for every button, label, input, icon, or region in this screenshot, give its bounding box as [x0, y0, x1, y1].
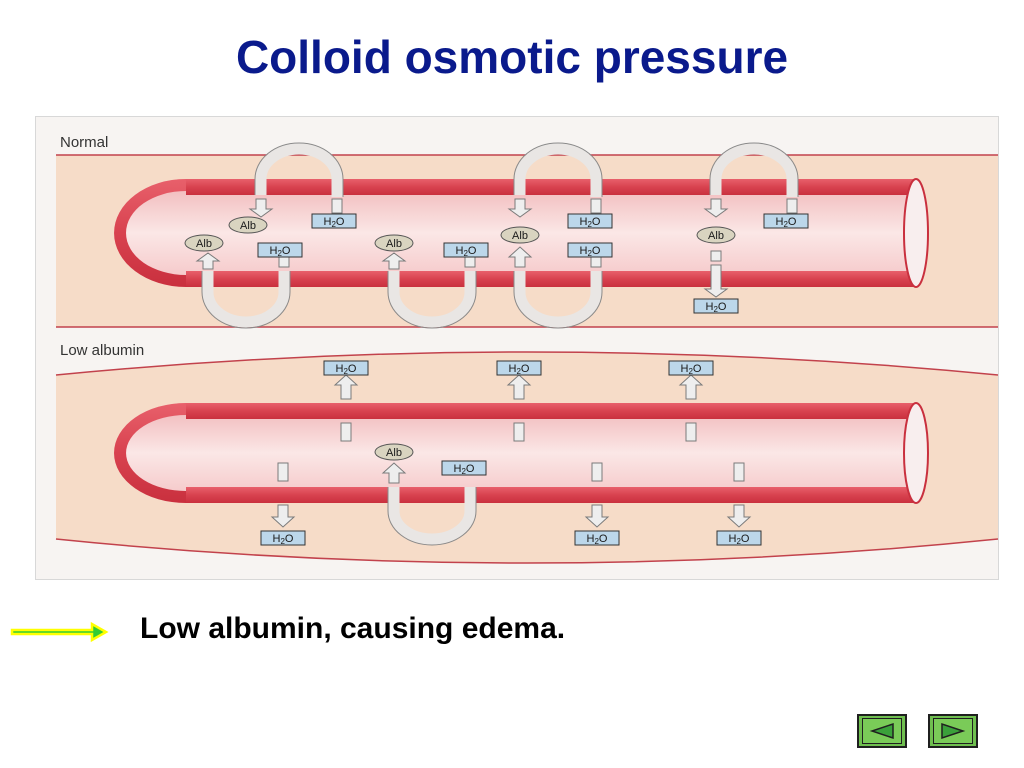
previous-slide-button[interactable] [857, 714, 907, 748]
albumin-normal: Alb Alb Alb Alb Alb [184, 216, 736, 252]
h2o-chip: H2O [693, 298, 739, 314]
tissue-border-top-edema [55, 351, 998, 376]
svg-text:Alb: Alb [708, 230, 724, 242]
h2o-chip: H2O [441, 460, 487, 476]
normal-panel: Normal [56, 134, 998, 329]
svg-text:H2O: H2O [509, 363, 530, 376]
triangle-right-icon [941, 722, 966, 740]
svg-text:H2O: H2O [681, 363, 702, 376]
outflow-arrows-up [333, 374, 704, 442]
svg-text:H2O: H2O [587, 533, 608, 546]
capillary-diagram: Normal [55, 134, 998, 564]
normal-label: Normal [60, 134, 108, 151]
h2o-chip: H2O [260, 530, 306, 546]
loop-arrows-top [255, 143, 798, 197]
h2o-normal: H2O H2O H2O H2O H2O [257, 213, 809, 314]
svg-text:H2O: H2O [454, 463, 475, 476]
capillary-open-end [903, 178, 929, 288]
alb-badge: Alb [374, 443, 414, 461]
capillary-end-cap [114, 179, 186, 287]
alb-badge: Alb [696, 226, 736, 244]
capillary-lumen-low [114, 403, 916, 503]
small-arrows-normal [195, 198, 729, 298]
alb-badge: Alb [374, 234, 414, 252]
loop-arrows-bottom [202, 271, 602, 328]
svg-text:Alb: Alb [240, 220, 256, 232]
capillary-wall-bottom [186, 271, 916, 287]
svg-text:Alb: Alb [386, 238, 402, 250]
small-bars-normal [278, 198, 798, 268]
outflow-arrows-down [270, 462, 752, 528]
svg-text:H2O: H2O [456, 245, 477, 258]
svg-text:Alb: Alb [386, 447, 402, 459]
svg-text:H2O: H2O [580, 245, 601, 258]
h2o-chip: H2O [496, 360, 542, 376]
h2o-chip: H2O [574, 530, 620, 546]
h2o-chip: H2O [668, 360, 714, 376]
h2o-chip: H2O [567, 213, 613, 229]
h2o-chip: H2O [443, 242, 489, 258]
svg-text:H2O: H2O [729, 533, 750, 546]
svg-text:H2O: H2O [580, 216, 601, 229]
loop-arrows-top-outline [254, 142, 799, 197]
h2o-low: H2O H2O H2O H2O H2O [260, 360, 762, 546]
caption-row: Low albumin, causing edema. [10, 612, 810, 662]
loop-arrow-low-outline [387, 487, 477, 546]
svg-text:H2O: H2O [706, 301, 727, 314]
alb-badge: Alb [228, 216, 268, 234]
capillary-open-end-low [903, 402, 929, 504]
svg-text:Alb: Alb [196, 238, 212, 250]
capillary-wall-top-low [186, 403, 916, 419]
h2o-chip: H2O [567, 242, 613, 258]
caption-text: Low albumin, causing edema. [140, 612, 566, 645]
low-albumin-label: Low albumin [60, 342, 144, 359]
h2o-chip: H2O [323, 360, 369, 376]
h2o-chip: H2O [763, 213, 809, 229]
svg-text:H2O: H2O [336, 363, 357, 376]
svg-text:H2O: H2O [776, 216, 797, 229]
h2o-chip: H2O [716, 530, 762, 546]
svg-text:Alb: Alb [512, 230, 528, 242]
svg-text:H2O: H2O [270, 245, 291, 258]
h2o-chip: H2O [257, 242, 303, 258]
svg-text:H2O: H2O [273, 533, 294, 546]
low-albumin-panel: Low albumin [55, 342, 998, 564]
loop-arrow-low [388, 487, 476, 545]
tissue-border-bottom-edema [55, 538, 998, 564]
alb-badge: Alb [184, 234, 224, 252]
diagram-figure: Normal [35, 116, 999, 580]
svg-text:H2O: H2O [324, 216, 345, 229]
next-slide-button[interactable] [928, 714, 978, 748]
capillary-end-cap-low [114, 403, 186, 503]
triangle-left-icon [869, 722, 894, 740]
arrow-bullet-icon [10, 621, 109, 643]
capillary-wall-top [186, 179, 916, 195]
loop-arrows-bottom-outline [201, 271, 603, 329]
alb-badge: Alb [500, 226, 540, 244]
h2o-chip: H2O [311, 213, 357, 229]
slide-title: Colloid osmotic pressure [235, 31, 789, 83]
capillary-wall-bottom-low [186, 487, 916, 503]
